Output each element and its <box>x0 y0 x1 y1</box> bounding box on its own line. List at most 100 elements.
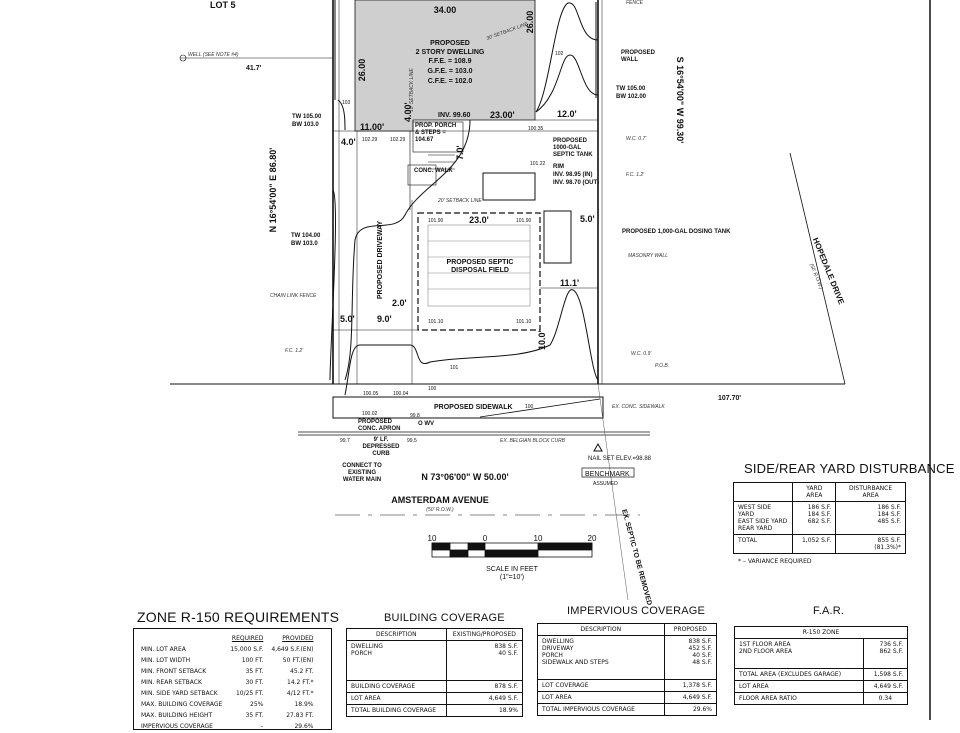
dim-12: 12.0' <box>557 109 577 119</box>
table-cell: 48 S.F. <box>692 659 712 666</box>
bw2: BW 103.0 <box>291 241 318 247</box>
table-cell: 35 FT. <box>245 668 264 675</box>
dwelling-subtitle: 2 STORY DWELLING <box>416 49 485 56</box>
table-cell: 50 FT.(EN) <box>282 657 314 664</box>
spot-elevation: 100.04 <box>393 391 409 397</box>
proposed-dwelling <box>354 0 536 132</box>
conc-walk-label: CONC. WALK <box>414 168 453 174</box>
dim-7: 7.0' <box>455 145 465 160</box>
setback-20: 20' SETBACK LINE <box>437 198 482 204</box>
dim-11: 11.00' <box>360 122 384 132</box>
table-cell: 10/25 FT. <box>235 690 264 697</box>
pob: P.O.B. <box>655 363 669 369</box>
curb-label: 9' LF. DEPRESSED CURB <box>362 437 400 457</box>
chain-fence-label: CHAIN LINK FENCE <box>270 293 317 299</box>
table-cell: PROPOSED <box>663 623 718 636</box>
spot-elevation: 100.02 <box>362 411 378 417</box>
dwelling-ffe: F.F.E. = 108.9 <box>429 58 472 65</box>
table-cell: MIN. LOT AREA <box>141 646 186 653</box>
table-cell: 27.83 FT. <box>286 712 314 719</box>
table-cell: 1,052 S.F. <box>792 534 837 554</box>
wc1: W.C. 0.7' <box>626 136 647 142</box>
spot-elevation: 101.10 <box>428 319 444 325</box>
table-cell: 736 S.F. <box>879 641 903 648</box>
far-table-title: F.A.R. <box>813 605 845 617</box>
table-cell: 14.2 FT.* <box>287 679 314 686</box>
table-cell: 4,649 S.F. <box>862 680 909 693</box>
table-cell: 4,649 S.F. <box>445 692 524 705</box>
table-cell: TOTAL BUILDING COVERAGE <box>346 704 447 717</box>
dist-107-7: 107.70' <box>718 395 741 402</box>
table-cell: DESCRIPTION <box>346 628 447 641</box>
spot-elevation: 101.10 <box>516 319 532 325</box>
table-cell: 2ND FLOOR AREA <box>739 648 793 655</box>
dosing-tank-label: PROPOSED 1,000-GAL DOSING TANK <box>622 229 731 235</box>
table-cell: – <box>260 723 264 730</box>
table-cell: TOTAL IMPERVIOUS COVERAGE <box>537 703 665 716</box>
septic-field-boundary <box>417 212 541 331</box>
tw2: TW 104.00 <box>291 233 321 239</box>
dim-26-left: 26.00 <box>357 59 367 82</box>
table-cell: 184 S.F. <box>807 511 832 518</box>
dim-26-right: 26.00 <box>525 11 535 34</box>
table-cell: MIN. LOT WIDTH <box>141 657 191 664</box>
table-cell: DESCRIPTION <box>537 623 665 636</box>
table-cell: (81.3%)* <box>874 544 901 551</box>
table-cell: LOT COVERAGE <box>537 679 665 692</box>
table-cell: MAX. BUILDING COVERAGE <box>141 701 223 708</box>
variance-note: * – VARIANCE REQUIRED <box>738 558 812 565</box>
table-cell: YARD AREA <box>792 482 837 502</box>
table-cell: REAR YARD <box>738 525 773 532</box>
dwelling-title: PROPOSED <box>430 40 470 47</box>
fc1: F.C. 1.2' <box>626 172 645 178</box>
bearing-bottom: N 73°06'00" W 50.00' <box>421 472 508 482</box>
dim-5b: 5.0' <box>340 314 355 324</box>
septic-rim-label: RIM <box>553 164 564 170</box>
porch-label: PROP. PORCH & STEPS = 104.67 <box>415 123 457 143</box>
septic-field <box>427 224 531 307</box>
dim-23: 23.00' <box>490 110 515 120</box>
table-cell: 184 S.F. <box>877 511 901 518</box>
yard-table-title: SIDE/REAR YARD DISTURBANCE <box>744 461 955 476</box>
spot-elevation: 102.29 <box>390 137 406 143</box>
table-cell: PORCH <box>542 652 563 659</box>
table-cell: IMPERVIOUS COVERAGE <box>141 723 213 730</box>
septic-inv-in: INV. 98.95 (IN) <box>553 172 592 178</box>
setback-10: 10' SETBACK LINE <box>409 68 415 112</box>
spot-elevation: 101.90 <box>516 218 532 224</box>
lot-label: LOT 5 <box>210 0 236 10</box>
dim-41-7: 41.7' <box>246 65 262 72</box>
spot-elevations: 103 102 100.35 102.29 102.29 101.22 101.… <box>340 51 564 444</box>
table-cell: WEST SIDE YARD <box>738 504 772 518</box>
assumed-label: ASSUMED <box>593 481 618 487</box>
street-name: AMSTERDAM AVENUE <box>391 495 489 505</box>
table-cell: 1,378 S.F. <box>663 679 718 692</box>
table-cell: DWELLING <box>351 643 383 650</box>
table-cell: EXISTING/PROPOSED <box>445 628 524 641</box>
tw1: TW 105.00 <box>292 114 322 120</box>
table-cell: 186 S.F. <box>807 504 832 511</box>
table-cell: EAST SIDE YARD <box>738 518 788 525</box>
dim-10: 10.0' <box>537 330 547 350</box>
benchmark-label: BENCHMARK <box>585 471 630 478</box>
table-cell: TOTAL <box>732 534 794 554</box>
table-cell: DISTURBANCE AREA <box>835 482 906 502</box>
septic-inv-out: INV. 98.70 (OUT) <box>553 180 599 186</box>
table-cell: 4,649 S.F.(EN) <box>271 646 314 653</box>
table-cell: 838 S.F. <box>688 638 712 645</box>
table-cell: 1,598 S.F. <box>862 668 909 681</box>
table-cell: DRIVEWAY <box>542 645 574 652</box>
building-table-title: BUILDING COVERAGE <box>384 612 505 624</box>
water-main-label: CONNECT TO EXISTING WATER MAIN <box>342 463 382 483</box>
table-cell: 40 S.F. <box>498 650 518 657</box>
table-cell: REQUIRED <box>231 635 264 642</box>
bearing-right: S 16°54'00" W 99.30' <box>675 57 685 144</box>
table-cell: 862 S.F. <box>879 648 903 655</box>
porch-steps <box>407 121 464 186</box>
table-cell: 29.6% <box>663 703 718 716</box>
scale-tick: 10 <box>428 534 437 543</box>
dim-5: 5.0' <box>580 214 595 224</box>
spot-elevation: 99.8 <box>410 413 420 419</box>
